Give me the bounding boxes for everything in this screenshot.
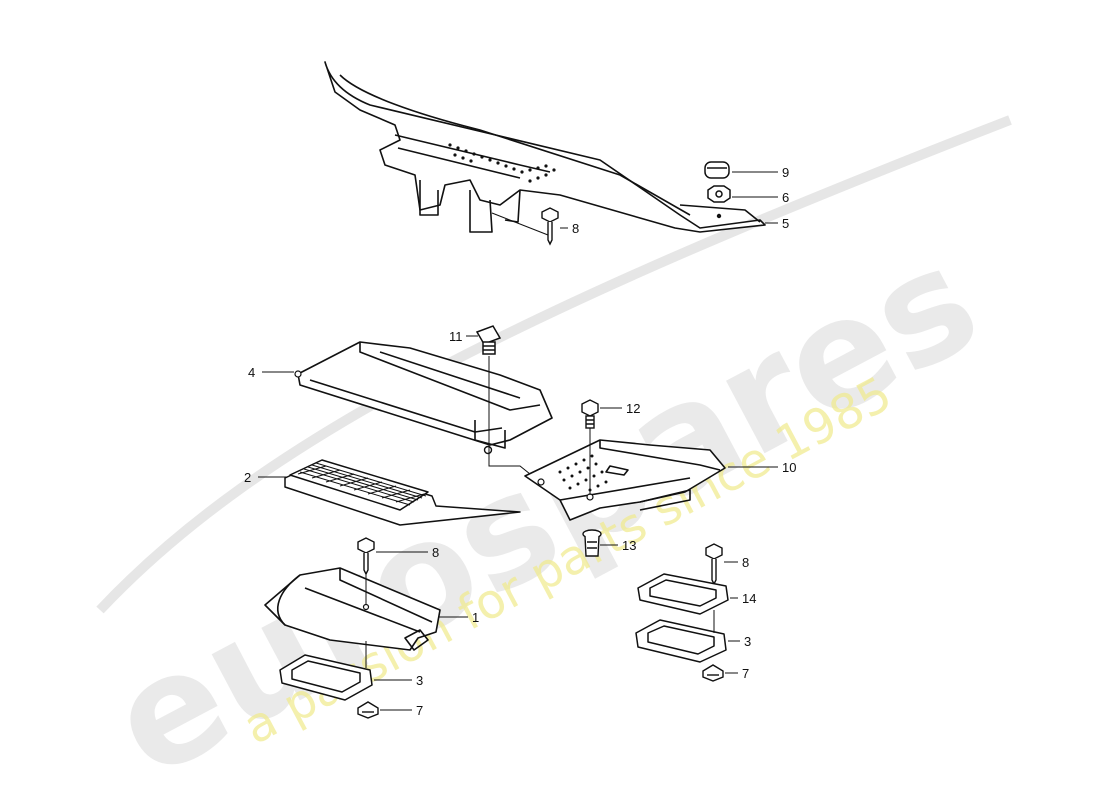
part-11-plug: [475, 325, 502, 355]
part-3-gasket-right: [635, 619, 727, 663]
callout-12: 12: [626, 401, 640, 416]
callout-3-left: 3: [416, 673, 423, 688]
callout-2: 2: [244, 470, 251, 485]
callout-8-lower-right: 8: [742, 555, 749, 570]
part-10-tray: [524, 439, 726, 521]
part-8-screw-lower-left: [357, 537, 375, 576]
part-4-fastener-hole: [483, 445, 493, 455]
part-1-bracket: [264, 567, 441, 651]
part-4-cover: [297, 341, 553, 449]
callout-8-lower-left: 8: [432, 545, 439, 560]
part-5-perforations: [448, 143, 556, 183]
part-7-clip-left: [357, 701, 379, 719]
part-8-screw-lower-right: [705, 543, 723, 586]
part-10-left-hole: [537, 478, 545, 486]
part-13-grommet: [582, 529, 602, 557]
part-7-clip-right: [702, 664, 724, 682]
callout-8-upper: 8: [572, 221, 579, 236]
part-5-bolt-hole: [716, 213, 722, 219]
callout-7-right: 7: [742, 666, 749, 681]
part-9-cap: [704, 161, 730, 179]
callout-14: 14: [742, 591, 756, 606]
part-4-mount-hole: [294, 370, 302, 378]
part-2-filter-pleats: [297, 462, 427, 506]
callout-5: 5: [782, 216, 789, 231]
part-3-gasket-left: [279, 654, 373, 701]
part-8-upper-leader-line: [491, 212, 549, 236]
callout-labels: 9 6 5 8 11 4 12 10 2 13 8 8 14 1 3 3 7 7: [244, 165, 796, 718]
callout-3-right: 3: [744, 634, 751, 649]
callout-11: 11: [449, 329, 463, 344]
part-12-bolt: [581, 399, 599, 429]
part-6-nut: [707, 185, 731, 203]
part-10-perforations: [558, 454, 608, 492]
callout-10: 10: [782, 460, 796, 475]
callout-4: 4: [248, 365, 255, 380]
part-14-plate: [637, 573, 729, 615]
callout-6: 6: [782, 190, 789, 205]
part-8-screw-upper: [541, 207, 559, 246]
part-1-hole: [362, 603, 370, 611]
callout-7-left: 7: [416, 703, 423, 718]
callout-13: 13: [622, 538, 636, 553]
callout-9: 9: [782, 165, 789, 180]
callout-1: 1: [472, 610, 479, 625]
part-5-cowl-panel: [324, 61, 766, 233]
callout-leader-lines: [258, 171, 778, 711]
